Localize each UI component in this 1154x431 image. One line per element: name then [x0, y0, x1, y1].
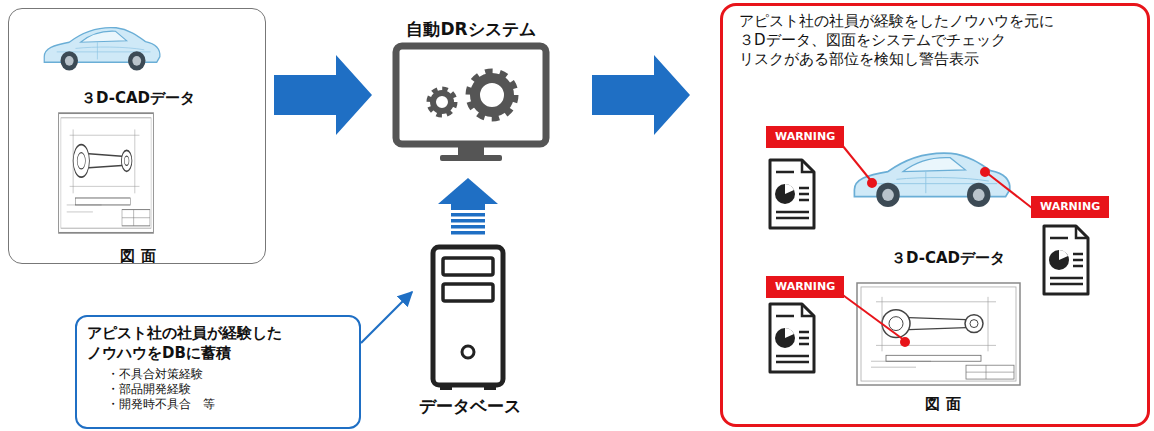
node-label: アピスト社の社員が経験した ノウハウをDBに蓄積: [87, 323, 351, 363]
flow-arrow-stripe: [451, 213, 485, 217]
node-label: WARNING: [775, 129, 835, 145]
warning-leader: [836, 140, 1032, 346]
input-panel: ３D-CADデータ図 面: [8, 8, 266, 264]
connector: [592, 55, 690, 135]
connector: [438, 178, 498, 235]
node-text: ・不具合対策経験: [107, 367, 347, 382]
document-icon: [1044, 226, 1088, 294]
flow-arrow-stripe: [451, 231, 485, 235]
node-label: データベース: [412, 395, 528, 417]
flow-arrow-stripe: [451, 219, 485, 223]
system-monitor: 自動DRシステム: [380, 18, 562, 164]
node-text: ・部品開発経験: [107, 382, 347, 397]
document-icon: [770, 304, 814, 372]
car-illustration: [854, 153, 1009, 207]
connector: [361, 292, 412, 343]
database-server: データベース: [412, 240, 528, 428]
node-text: 図 面: [9, 246, 267, 266]
flow-arrow-stripe: [451, 225, 485, 229]
node-label: WARNING: [775, 279, 835, 295]
node-label: ３D-CADデータ: [9, 88, 267, 108]
server-icon: [433, 247, 503, 390]
drawing-illustration: [59, 113, 154, 233]
node-label: アピスト社の社員が経験をしたノウハウを元に ３Dデータ、図面をシステムでチェック…: [739, 12, 1143, 69]
node-label: WARNING: [1040, 199, 1100, 215]
warning-tag: WARNING: [766, 276, 844, 298]
drawing-illustration: [857, 283, 1020, 385]
result-panel: アピスト社の社員が経験をしたノウハウを元に ３Dデータ、図面をシステムでチェック…: [720, 3, 1150, 427]
flow-arrow: [274, 55, 372, 135]
node-text: 図 面: [903, 394, 983, 414]
node-text: ・開発時不具合 等: [107, 397, 347, 412]
monitor-icon: [396, 46, 546, 161]
node-text: ３D-CADデータ: [858, 248, 1038, 268]
warning-tag: WARNING: [1031, 196, 1109, 218]
flow-arrow-shaft: [451, 204, 485, 210]
car-illustration: [44, 28, 160, 71]
connector: [274, 55, 372, 135]
node-label: 自動DRシステム: [380, 18, 562, 40]
link-line: [361, 292, 412, 343]
flow-arrow-head: [438, 178, 498, 204]
flow-arrow: [592, 55, 690, 135]
document-icon: [770, 160, 814, 228]
knowhow-note: アピスト社の社員が経験した ノウハウをDBに蓄積・不具合対策経験・部品開発経験・…: [75, 315, 361, 429]
warning-tag: WARNING: [766, 126, 844, 148]
